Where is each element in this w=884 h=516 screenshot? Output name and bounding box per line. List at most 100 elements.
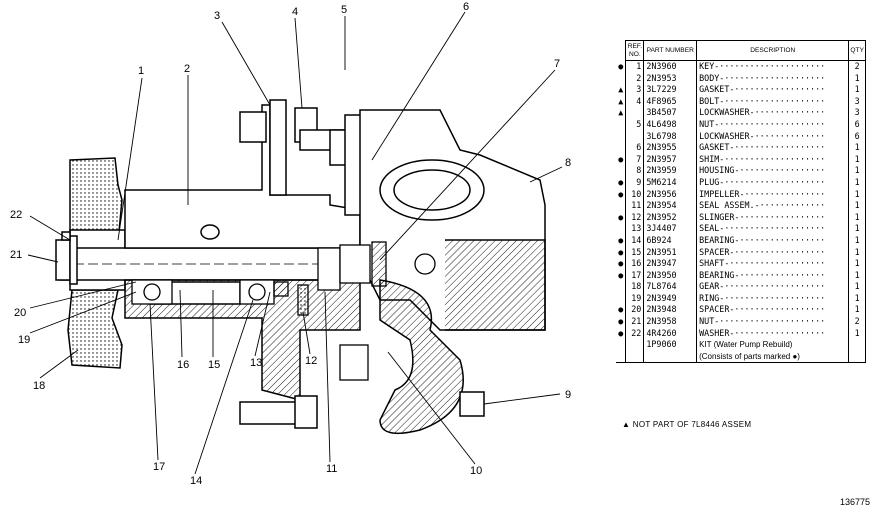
row-part-number: 2N3959	[643, 165, 697, 177]
row-qty: 1	[848, 292, 866, 305]
row-qty: 1	[848, 327, 866, 340]
row-description: NUT-·····················	[696, 118, 849, 131]
callout-10: 10	[470, 465, 482, 477]
row-qty: 1	[848, 269, 866, 282]
row-description: RING-····················	[696, 292, 849, 305]
row-ref: 15	[625, 246, 644, 259]
row-qty: 1	[848, 234, 866, 247]
row-ref: 6	[625, 142, 644, 154]
mark-column-header	[616, 41, 626, 61]
row-mark: ●	[618, 304, 624, 315]
row-ref: 3	[625, 84, 644, 96]
row-description: SLINGER-·················	[696, 211, 849, 224]
row-qty: 1	[848, 188, 866, 201]
row-description: NUT-·····················	[696, 316, 849, 328]
callout-18: 18	[33, 380, 45, 392]
row-qty: 2	[848, 60, 866, 73]
row-mark: ▲	[618, 84, 624, 95]
row-part-number: 2N3952	[643, 211, 697, 224]
qty-header: QTY	[848, 40, 866, 61]
row-qty: 1	[848, 200, 866, 212]
row-description: BEARING-·················	[696, 234, 849, 247]
row-ref: 20	[625, 304, 644, 317]
row-description: HOUSING-·················	[696, 165, 849, 177]
callout-20: 20	[14, 307, 26, 319]
parts-table-header: REF. NO. PART NUMBER DESCRIPTION QTY	[616, 40, 866, 61]
callout-4: 4	[292, 6, 298, 18]
callout-11: 11	[326, 463, 337, 475]
row-part-number: 4R4260	[643, 327, 697, 340]
row-mark: ●	[618, 246, 624, 257]
row-part-number: 2N3957	[643, 153, 697, 166]
callout-14: 14	[190, 475, 202, 487]
row-ref: 2	[625, 72, 644, 85]
row-description: SHIM-····················	[696, 153, 849, 166]
row-mark	[616, 73, 626, 85]
row-ref: 13	[625, 223, 644, 235]
ref-no-header: REF. NO.	[625, 40, 645, 61]
row-qty: 3	[848, 107, 866, 119]
row-description: SEAL ASSEM.-·············	[696, 200, 849, 212]
row-mark	[616, 165, 626, 177]
kit-description: (Consists of parts marked ●)	[696, 350, 849, 364]
row-description: GEAR-····················	[696, 281, 849, 293]
water-pump-cross-section-drawing: 1 2 3 4 5 6 7 8 9 10 11 12 13 14 15 16 1…	[10, 1, 571, 487]
row-ref: 21	[625, 316, 644, 328]
kit-row: (Consists of parts marked ●)	[616, 350, 866, 364]
row-mark: ●	[618, 153, 624, 164]
row-qty: 3	[848, 95, 866, 108]
row-mark	[616, 142, 626, 154]
row-qty: 6	[848, 118, 866, 131]
row-qty: 1	[848, 153, 866, 166]
row-ref: 16	[625, 258, 644, 270]
callout-8: 8	[565, 157, 571, 169]
row-description: SEAL-····················	[696, 223, 849, 235]
row-qty: 2	[848, 316, 866, 328]
callout-12: 12	[305, 355, 317, 367]
figure-number: 136775	[840, 497, 871, 507]
flange-bolts	[239, 99, 364, 429]
row-part-number: 4F8965	[643, 95, 697, 108]
row-ref: 18	[625, 281, 644, 293]
row-mark	[616, 293, 626, 305]
row-ref: 5	[625, 118, 644, 131]
row-qty: 1	[848, 223, 866, 235]
row-description: SPACER-··················	[696, 246, 849, 259]
callout-6: 6	[463, 1, 469, 13]
row-ref: 9	[625, 176, 644, 189]
footnote: ▲ NOT PART OF 7L8446 ASSEM	[622, 420, 752, 429]
row-part-number: 2N3949	[643, 292, 697, 305]
shaft-nut-part	[55, 231, 78, 285]
callout-22: 22	[10, 209, 22, 221]
row-description: PLUG-····················	[696, 176, 849, 189]
kit-part-number: 1P9060	[643, 339, 697, 351]
row-mark	[616, 200, 626, 212]
callout-5: 5	[341, 4, 347, 16]
row-description: WASHER-··················	[696, 327, 849, 340]
housing-part	[359, 109, 546, 435]
row-ref: 12	[625, 211, 644, 224]
row-mark: ●	[618, 211, 624, 222]
callout-1: 1	[138, 65, 144, 77]
row-mark: ●	[618, 188, 624, 199]
callout-19: 19	[18, 334, 30, 346]
row-part-number: 2N3948	[643, 304, 697, 317]
row-description: KEY-·····················	[696, 60, 849, 73]
row-qty: 1	[848, 84, 866, 96]
row-mark	[616, 131, 626, 143]
row-description: SPACER-··················	[696, 304, 849, 317]
row-qty	[848, 339, 866, 351]
row-description: GASKET-··················	[696, 142, 849, 154]
row-description: SHAFT-···················	[696, 258, 849, 270]
callout-15: 15	[208, 359, 220, 371]
